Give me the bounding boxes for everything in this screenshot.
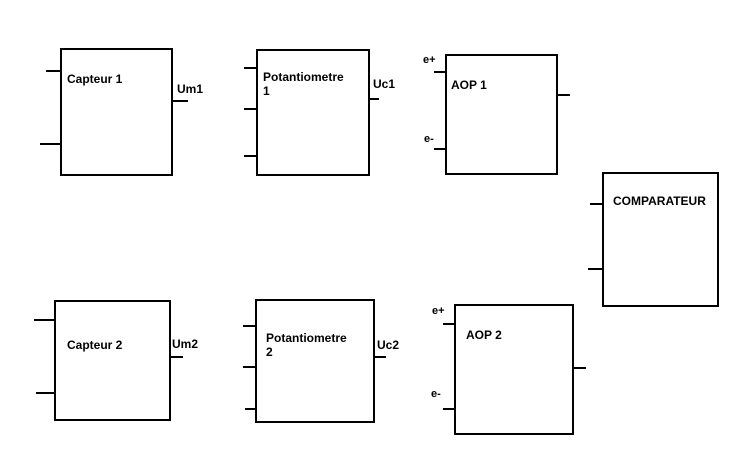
potentiometre-2-output-wire (374, 356, 386, 358)
comparateur-input-2-wire (588, 268, 603, 270)
potentiometre-2-input-2-wire (243, 366, 256, 368)
aop-1-block (445, 54, 558, 175)
comparateur-input-1-wire (590, 203, 603, 205)
potentiometre-1-output-wire (369, 98, 379, 100)
aop-2-output-wire (573, 367, 586, 369)
potentiometre-2-output-label: Uc2 (377, 338, 400, 352)
potentiometre-1-label: Potantiometre 1 (263, 70, 344, 98)
potentiometre-2-block (255, 299, 375, 423)
potentiometre-2-label: Potantiometre 2 (266, 331, 347, 359)
capteur-1-output-label: Um1 (177, 82, 204, 96)
capteur-2-output-label: Um2 (172, 337, 199, 351)
potentiometre-1-input-1-wire (244, 67, 257, 69)
aop-1-input-minus-label: e- (424, 133, 434, 145)
aop-1-output-wire (557, 94, 570, 96)
aop-2-label: AOP 2 (466, 328, 502, 342)
capteur-1-input-1-wire (46, 70, 61, 72)
potentiometre-2-input-3-wire (245, 408, 256, 410)
potentiometre-1-output-label: Uc1 (373, 77, 396, 91)
potentiometre-1-block (256, 49, 370, 176)
comparateur-block (602, 172, 719, 307)
capteur-2-output-wire (170, 356, 183, 358)
aop-2-input-minus-wire (443, 408, 455, 410)
potentiometre-1-input-3-wire (244, 155, 257, 157)
potentiometre-1-input-2-wire (244, 108, 257, 110)
capteur-1-output-wire (172, 100, 188, 102)
aop-1-input-plus-wire (434, 71, 446, 73)
capteur-2-label: Capteur 2 (67, 338, 123, 352)
capteur-1-input-2-wire (40, 143, 61, 145)
aop-1-label: AOP 1 (451, 78, 487, 92)
capteur-2-input-1-wire (34, 319, 55, 321)
capteur-1-label: Capteur 1 (67, 72, 123, 86)
capteur-2-input-2-wire (36, 392, 55, 394)
aop-2-block (454, 304, 574, 435)
capteur-1-block (60, 48, 173, 176)
aop-2-input-plus-label: e+ (432, 305, 445, 317)
aop-1-input-minus-wire (434, 148, 446, 150)
aop-2-input-plus-wire (443, 323, 455, 325)
aop-1-input-plus-label: e+ (423, 54, 436, 66)
comparateur-label: COMPARATEUR (613, 194, 706, 208)
potentiometre-2-input-1-wire (243, 325, 256, 327)
aop-2-input-minus-label: e- (431, 388, 441, 400)
capteur-2-block (54, 300, 171, 421)
